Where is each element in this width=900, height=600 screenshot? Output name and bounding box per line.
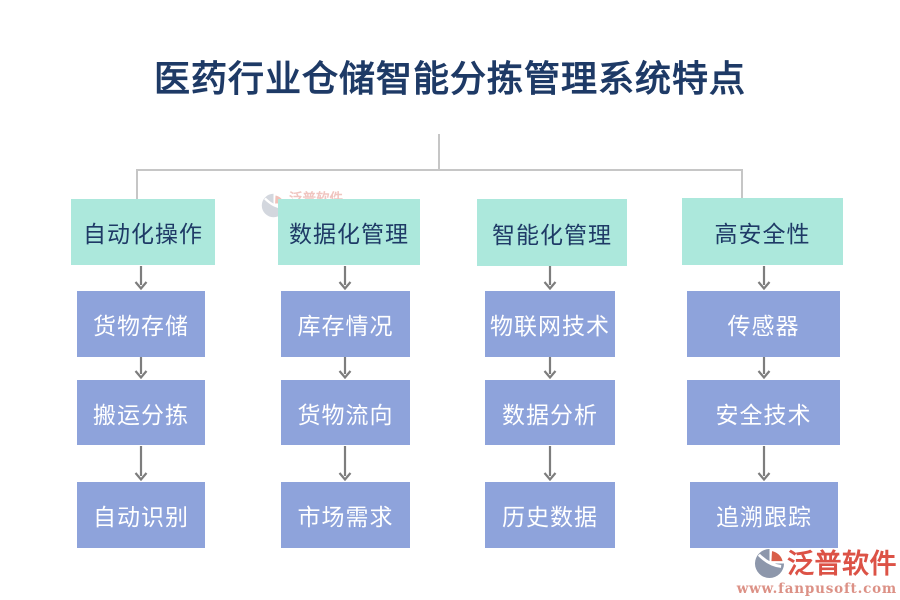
down-arrow-icon	[755, 357, 773, 379]
down-arrow-icon	[132, 446, 150, 481]
connector-stem	[438, 134, 440, 170]
down-arrow-icon	[541, 357, 559, 379]
connector-horizontal	[136, 169, 743, 171]
connector-drop-left	[136, 171, 138, 200]
down-arrow-icon	[541, 446, 559, 481]
down-arrow-icon	[336, 266, 354, 290]
footer-brand-logo: 泛普软件 www.fanpusoft.com	[737, 548, 897, 597]
page-title: 医药行业仓储智能分拣管理系统特点	[153, 58, 746, 100]
node-iot-technology: 物联网技术	[485, 291, 615, 357]
footer-brand-name: 泛普软件	[787, 549, 897, 580]
fanpu-logo-icon	[754, 548, 785, 582]
footer-website-url: www.fanpusoft.com	[736, 580, 897, 597]
node-historical-data: 历史数据	[485, 482, 615, 548]
node-auto-identification: 自动识别	[77, 482, 205, 548]
node-cargo-flow: 货物流向	[281, 380, 410, 445]
node-cargo-storage: 货物存储	[77, 291, 205, 357]
node-security-technology: 安全技术	[687, 380, 840, 445]
feature-header-intelligent-management: 智能化管理	[477, 199, 627, 266]
down-arrow-icon	[336, 357, 354, 379]
feature-header-data-management: 数据化管理	[278, 199, 420, 265]
down-arrow-icon	[132, 266, 150, 290]
node-market-demand: 市场需求	[281, 482, 410, 548]
down-arrow-icon	[541, 266, 559, 290]
down-arrow-icon	[336, 446, 354, 481]
connector-drop-right	[741, 171, 743, 198]
node-data-analysis: 数据分析	[485, 380, 615, 445]
node-inventory-status: 库存情况	[281, 291, 410, 357]
feature-header-high-security: 高安全性	[682, 198, 843, 265]
down-arrow-icon	[755, 266, 773, 290]
node-handling-sorting: 搬运分拣	[77, 380, 205, 445]
feature-header-automation: 自动化操作	[71, 199, 215, 265]
node-sensors: 传感器	[687, 291, 840, 357]
down-arrow-icon	[755, 446, 773, 481]
down-arrow-icon	[132, 357, 150, 379]
node-trace-tracking: 追溯跟踪	[690, 482, 838, 548]
